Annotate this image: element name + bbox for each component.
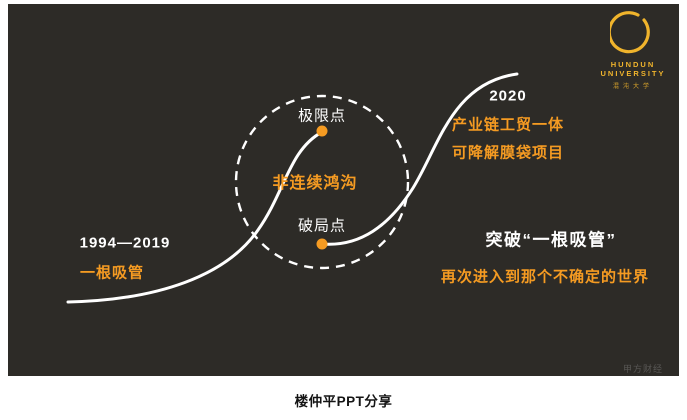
biodegradable-project-label: 可降解膜袋项目: [451, 144, 565, 162]
limit-point-label: 极限点: [297, 107, 347, 125]
ppt-slide: 极限点 非连续鸿沟 破局点 1994—2019 一根吸管 2020 产业链工贸一…: [8, 4, 679, 376]
logo-text-line1: HUNDUN: [610, 60, 656, 69]
uncertain-world-subtitle: 再次进入到那个不确定的世界: [440, 268, 650, 286]
industry-chain-label: 产业链工贸一体: [451, 116, 565, 134]
breakthrough-title: 突破“一根吸管”: [485, 230, 617, 250]
one-straw-label: 一根吸管: [79, 264, 145, 282]
second-curve-year-label: 2020: [489, 87, 527, 105]
second-s-curve: [320, 72, 519, 246]
s-curve-diagram: [66, 72, 519, 304]
limit-point-dot: [316, 125, 328, 137]
hundun-university-logo: HUNDUN UNIVERSITY 混沌大学: [600, 11, 666, 90]
watermark-text: 甲方财经: [622, 364, 663, 374]
first-curve-years-label: 1994—2019: [79, 234, 171, 252]
discontinuity-dashed-circle: [234, 94, 410, 270]
image-caption: 楼仲平PPT分享: [294, 394, 393, 409]
breakthrough-point-dot: [316, 238, 328, 250]
breakthrough-point-label: 破局点: [297, 217, 347, 235]
enso-circle-icon: [610, 11, 650, 54]
logo-text-line2: UNIVERSITY: [600, 69, 666, 78]
logo-text-chinese: 混沌大学: [612, 84, 653, 90]
first-s-curve: [66, 130, 324, 304]
discontinuity-gap-label: 非连续鸿沟: [272, 175, 358, 192]
